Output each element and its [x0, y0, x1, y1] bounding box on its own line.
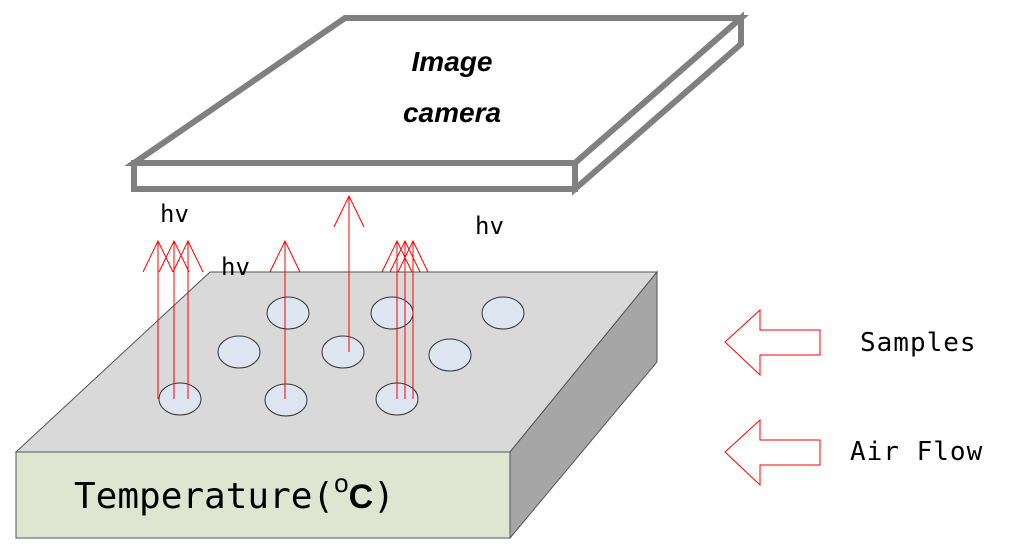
sample-dish	[370, 296, 414, 330]
heated-plate: Temperature(oC)	[14, 270, 659, 540]
airflow-arrow-icon	[724, 418, 821, 487]
radiation-arrow	[158, 239, 190, 399]
temperature-label: Temperature(oC)	[74, 468, 395, 517]
plate-front-face	[15, 451, 511, 539]
sample-dish	[321, 335, 365, 369]
sample-dish	[428, 338, 472, 372]
hv-label: hv	[160, 200, 189, 228]
sample-dish	[264, 383, 308, 417]
radiation-arrows	[142, 194, 429, 399]
radiation-arrow	[172, 239, 204, 399]
camera-top-face	[124, 15, 749, 166]
sample-dish	[158, 382, 202, 416]
sample-dish	[217, 335, 261, 369]
radiation-arrow	[389, 239, 421, 399]
camera-label-line1: Image	[412, 46, 493, 77]
image-camera: Image camera	[124, 11, 749, 196]
radiation-arrow	[381, 239, 413, 399]
hv-label: hv	[221, 253, 250, 281]
sample-dish	[266, 296, 310, 330]
radiation-arrow	[269, 239, 301, 399]
air-flow-label: Air Flow	[850, 437, 983, 467]
samples-label: Samples	[860, 328, 977, 358]
camera-label-line2: camera	[403, 97, 501, 128]
radiation-arrow	[142, 239, 174, 399]
radiation-arrow	[397, 239, 429, 399]
hv-label: hv	[475, 212, 504, 240]
samples-arrow-icon	[724, 308, 821, 377]
radiation-arrow	[333, 194, 365, 352]
legend: Samples Air Flow	[724, 308, 983, 487]
sample-dish	[481, 296, 525, 330]
camera-side-face	[572, 11, 744, 196]
samples-group	[158, 296, 525, 417]
camera-front-face	[131, 160, 578, 192]
